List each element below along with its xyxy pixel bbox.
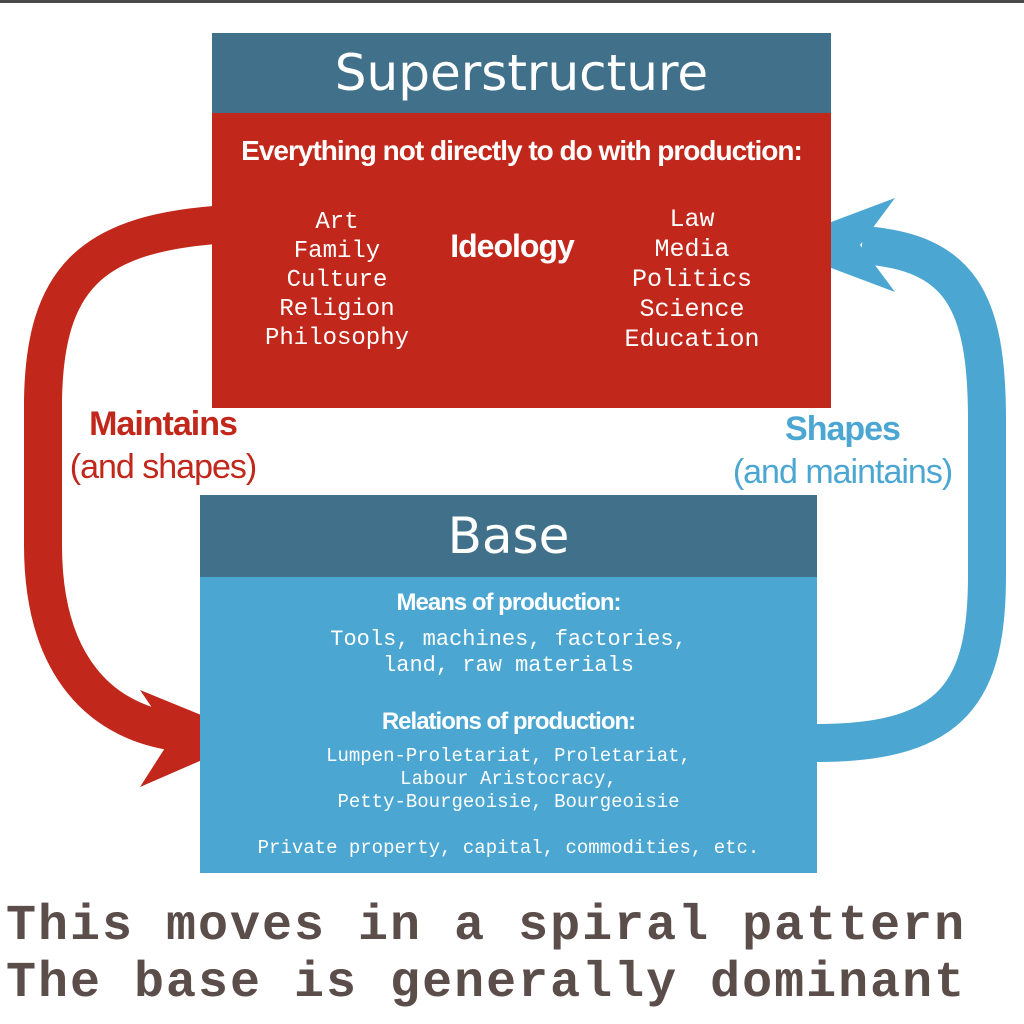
base-body: Means of production: Tools, machines, fa… (200, 577, 817, 873)
relations-line: Labour Aristocracy, (400, 768, 617, 790)
maintains-label: Maintains (and shapes) (58, 405, 268, 487)
list-item: Science (639, 295, 745, 324)
means-line: Tools, machines, factories, (330, 627, 687, 652)
superstructure-subtitle: Everything not directly to do with produ… (241, 135, 803, 166)
ideology-label: Ideology (450, 228, 575, 264)
shapes-subtext: (and maintains) (732, 453, 953, 491)
list-item: Philosophy (264, 325, 410, 352)
base-box: Base Means of production: Tools, machine… (200, 495, 817, 873)
superstructure-right-list: Law Media Politics Science Education (597, 205, 787, 355)
list-item: Law (669, 205, 715, 234)
shapes-label: Shapes (and maintains) (715, 410, 970, 492)
base-title: Base (200, 495, 817, 577)
shapes-text: Shapes (785, 410, 901, 448)
caption-line-2: The base is generally dominant (6, 955, 967, 1012)
means-heading: Means of production: (396, 589, 622, 616)
superstructure-box: Superstructure Everything not directly t… (212, 33, 831, 408)
list-item: Education (624, 325, 760, 354)
caption-line-1: This moves in a spiral pattern (6, 898, 967, 955)
list-item: Culture (286, 267, 388, 294)
maintains-arrow (24, 206, 255, 787)
means-list: Tools, machines, factories, land, raw ma… (200, 627, 817, 679)
superstructure-title: Superstructure (212, 33, 831, 113)
list-item: Media (654, 235, 730, 264)
base-footer-line: Private property, capital, commodities, … (257, 837, 760, 859)
list-item: Religion (279, 296, 395, 323)
superstructure-body: Everything not directly to do with produ… (212, 113, 831, 408)
relations-line: Lumpen-Proletariat, Proletariat, (326, 745, 691, 767)
list-item: Family (293, 238, 381, 265)
maintains-text: Maintains (89, 405, 238, 443)
means-line: land, raw materials (383, 653, 634, 678)
list-item: Politics (631, 265, 753, 294)
relations-line: Petty-Bourgeoisie, Bourgeoisie (337, 791, 680, 813)
top-border (0, 0, 1024, 3)
relations-list: Lumpen-Proletariat, Proletariat, Labour … (200, 745, 817, 814)
shapes-arrow (770, 198, 1006, 762)
superstructure-left-list: Art Family Culture Religion Philosophy (242, 208, 432, 353)
list-item: Art (315, 209, 359, 236)
relations-heading: Relations of production: (381, 708, 636, 735)
maintains-subtext: (and shapes) (69, 448, 257, 486)
